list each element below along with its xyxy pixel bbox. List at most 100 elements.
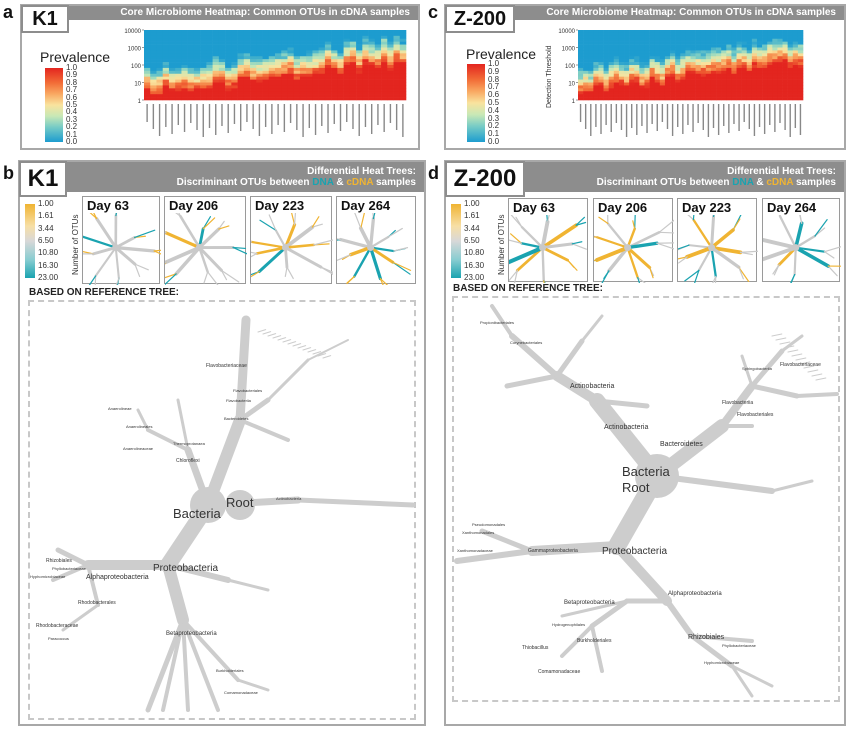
heatmap-cell xyxy=(237,85,245,89)
heatmap-cell xyxy=(250,47,257,51)
heatmap-cell xyxy=(741,30,748,34)
heatmap-cell xyxy=(200,38,207,42)
heatmap-cell xyxy=(731,65,737,69)
heatmap-cell xyxy=(318,88,326,92)
heatmap-cell xyxy=(175,32,182,37)
heatmap-cell xyxy=(250,70,257,75)
heatmap-cell xyxy=(797,47,804,51)
heatmap-cell xyxy=(262,82,270,86)
tree-branch xyxy=(61,603,100,632)
heatmap-cell xyxy=(331,73,338,77)
heatmap-cell xyxy=(225,85,232,89)
heatmap-cell xyxy=(629,97,635,101)
heatmap-cell xyxy=(374,59,382,63)
heatmap-cell xyxy=(797,85,804,89)
heatmap-cell xyxy=(312,70,319,75)
heatmap-cell xyxy=(588,70,594,75)
heatmap-cell xyxy=(736,79,742,83)
heatmap-cell xyxy=(772,65,778,69)
heatmap-cell xyxy=(767,62,773,66)
tree-branch xyxy=(202,216,212,230)
heatmap-cell xyxy=(218,59,226,63)
heatmap-cell xyxy=(603,56,609,60)
heatmap-cell xyxy=(751,67,758,72)
tree-branch xyxy=(738,266,750,282)
heatmap-cell xyxy=(349,79,357,83)
tree-branch xyxy=(678,256,688,260)
heatmap-cell xyxy=(156,50,164,54)
heatmap-cell xyxy=(634,73,640,77)
heatmap-cell xyxy=(624,88,630,92)
heatmap-cell xyxy=(324,88,332,92)
heatmap-cell xyxy=(710,91,717,95)
heatmap-cell xyxy=(250,59,257,63)
heatmap-cell xyxy=(751,44,758,48)
heatmap-cell xyxy=(598,41,604,45)
heatmap-cell xyxy=(588,62,594,66)
heatmap-cell xyxy=(593,97,599,101)
heatmap-cell xyxy=(374,97,382,101)
heatmap-cell xyxy=(731,82,737,86)
panel-c-legend-title: Prevalence xyxy=(466,46,537,62)
heatmap-cell xyxy=(374,94,382,98)
heatmap-cell xyxy=(659,44,666,48)
heatmap-cell xyxy=(700,79,707,83)
legend-tick-label: 0.4 xyxy=(488,105,500,115)
heatmap-cell xyxy=(374,67,382,72)
heatmap-cell xyxy=(578,50,584,54)
heatmap-cell xyxy=(731,70,737,75)
heatmap-cell xyxy=(618,41,625,45)
heatmap-cell xyxy=(331,59,338,63)
heatmap-cell xyxy=(588,94,594,98)
tree-branch xyxy=(372,213,376,220)
heatmap-cell xyxy=(243,32,251,37)
heatmap-cell xyxy=(193,91,201,95)
heatmap-cell xyxy=(721,91,727,95)
heatmap-cell xyxy=(293,70,301,75)
heatmap-cell xyxy=(399,56,407,60)
heatmap-cell xyxy=(797,59,804,63)
heatmap-cell xyxy=(312,59,319,63)
heatmap-cell xyxy=(225,82,232,86)
day-label: Day 63 xyxy=(87,198,129,213)
heatmap-cell xyxy=(200,82,207,86)
tree-branch xyxy=(509,245,545,265)
heatmap-cell xyxy=(218,76,226,80)
heatmap-cell xyxy=(608,88,615,92)
heatmap-cell xyxy=(634,76,640,80)
tree-root-node xyxy=(539,244,547,252)
heatmap-cell xyxy=(751,38,758,42)
heatmap-cell xyxy=(634,67,640,72)
tree-branch xyxy=(353,246,372,278)
heatmap-cell xyxy=(618,88,625,92)
tree-branch xyxy=(694,269,700,283)
heatmap-cell xyxy=(593,91,599,95)
heatmap-cell xyxy=(162,76,170,80)
heatmap-cell xyxy=(287,50,295,54)
heatmap-cell xyxy=(150,70,157,75)
heatmap-cell xyxy=(670,35,676,40)
panel-c-title: Core Microbiome Heatmap: Common OTUs in … xyxy=(500,6,844,20)
heatmap-cell xyxy=(225,76,232,80)
heatmap-cell xyxy=(700,50,707,54)
heatmap-cell xyxy=(767,73,773,77)
tree-branch xyxy=(251,252,258,258)
heatmap-cell xyxy=(782,82,788,86)
heatmap-cell xyxy=(649,73,656,77)
heatmap-cell xyxy=(206,35,213,40)
heatmap-cell xyxy=(343,62,351,66)
day-tree-card: Day 206 xyxy=(164,196,247,285)
heatmap-cell xyxy=(639,82,645,86)
heatmap-cell xyxy=(603,88,609,92)
heatmap-cell xyxy=(168,91,176,95)
heatmap-cell xyxy=(256,30,263,34)
heatmap-cell xyxy=(726,73,732,77)
heatmap-cell xyxy=(337,59,344,63)
heatmap-cell xyxy=(695,53,702,57)
heatmap-cell xyxy=(381,76,388,80)
heatmap-cell xyxy=(731,67,737,72)
tree-branch xyxy=(554,338,585,379)
heatmap-cell xyxy=(690,50,696,54)
heatmap-cell xyxy=(716,85,722,89)
heatmap-cell xyxy=(782,79,788,83)
